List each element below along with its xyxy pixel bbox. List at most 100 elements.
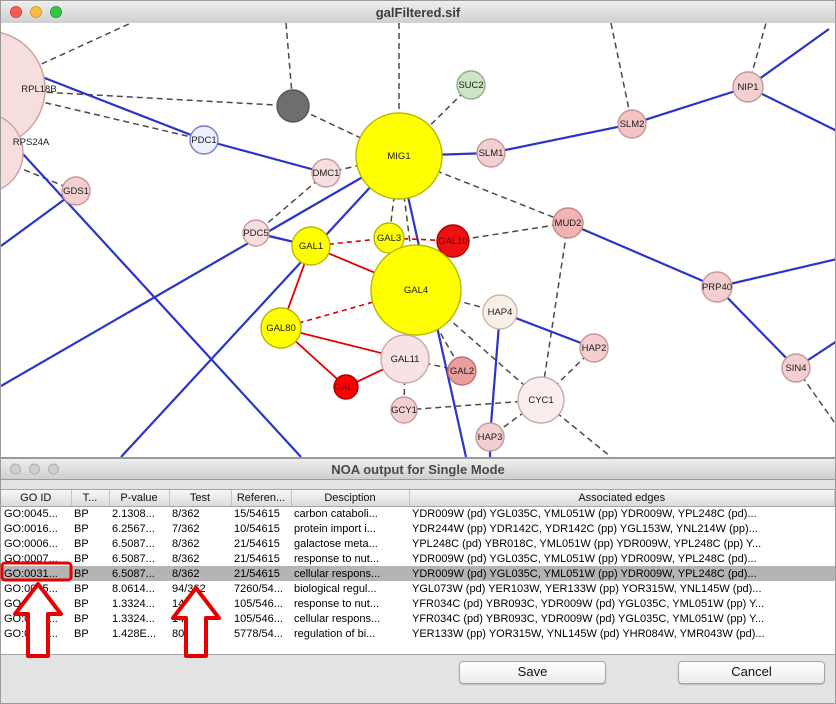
table-cell: 6.5087... [112,552,155,565]
node-label-gds1: GDS1 [63,186,89,197]
network-edge [452,222,569,242]
table-cell: GO:0050... [4,627,58,640]
network-node-mud2[interactable] [552,207,584,239]
table-cell: 7260/54... [234,582,283,595]
node-label-gal2: GAL2 [450,366,474,377]
network-node-hap4[interactable] [482,294,518,330]
network-edge [1,91,205,141]
table-cell: 1.428E... [112,627,157,640]
table-cell: GO:0007... [4,552,58,565]
network-node-dark[interactable] [276,89,310,123]
table-cell: YDR009W (pd) YGL035C, YML051W (pp) YDR00… [412,507,757,520]
table-cell: YPL248C (pd) YBR018C, YML051W (pp) YDR00… [412,537,762,550]
table-cell: GO:0031... [1,566,71,581]
network-edge [747,28,830,88]
network-node-pdc5[interactable] [242,219,270,247]
table-cell: response to nut... [294,597,379,610]
node-label-dmc1: DMC1 [313,168,340,179]
table-cell: GO:0016... [4,522,58,535]
network-node-gds1[interactable] [61,176,91,206]
network-node-hap2[interactable] [579,333,609,363]
network-node-mig1[interactable] [355,112,443,200]
node-label-pdc1: PDC1 [191,135,216,146]
network-edge [540,222,569,401]
table-cell: YER133W (pp) YOR315W, YNL145W (pd) YHR08… [412,627,765,640]
table-cell: 21/54615 [231,566,291,581]
table-cell: 105/546... [234,612,283,625]
node-label-hap4: HAP4 [488,307,513,318]
network-node-cyc1[interactable] [517,376,565,424]
network-node-gal10[interactable] [436,224,470,258]
table-cell: YDR244W (pp) YDR142C, YDR142C (pp) YGL15… [412,522,758,535]
table-cell: BP [74,537,89,550]
close-button[interactable] [10,6,22,18]
network-node-gal11[interactable] [380,334,430,384]
table-cell: 80/362 [172,627,206,640]
network-node-gal2[interactable] [447,356,477,386]
table-cell: 6.5087... [112,537,155,550]
table-cell: 8/362 [172,537,200,550]
close-button[interactable] [10,463,21,475]
column-header[interactable]: Referen... [231,490,292,507]
table-cell: response to nut... [294,552,379,565]
network-edge [490,122,633,155]
column-header[interactable]: GO ID [1,490,72,507]
network-node-gal1[interactable] [291,226,331,266]
save-button[interactable]: Save [459,661,606,684]
cancel-button[interactable]: Cancel [678,661,825,684]
network-node-slm2[interactable] [617,109,647,139]
column-header[interactable]: Associated edges [409,490,835,507]
network-edge [488,311,502,438]
network-node-rps24a[interactable] [1,113,24,193]
table-cell: galactose meta... [294,537,378,550]
network-graph-svg[interactable]: RPL18BRPS24AGDS1PDC1MIG1SUC2SLM1SLM2NIP1… [1,23,835,457]
table-cell: cellular respons... [294,612,381,625]
minimize-button[interactable] [29,463,40,475]
zoom-button[interactable] [50,6,62,18]
network-node-gal4[interactable] [370,244,462,336]
network-node-dmc1[interactable] [311,158,341,188]
node-label-gal3: GAL3 [377,233,401,244]
network-node-nip1[interactable] [732,71,764,103]
network-edge [567,221,718,289]
column-header[interactable]: P-value [109,490,170,507]
node-label-prp40: PRP40 [702,282,732,293]
network-node-rpl18b[interactable] [1,31,46,147]
node-label-hap3: HAP3 [478,432,503,443]
column-header[interactable]: Desciption [291,490,410,507]
table-cell: 8/362 [172,552,200,565]
noa-window-titlebar: NOA output for Single Mode [1,459,835,480]
table-cell: BP [74,612,89,625]
column-header[interactable]: Test [169,490,232,507]
table-cell: 14/362 [172,612,206,625]
network-node-slm1[interactable] [476,138,506,168]
network-edge [120,155,400,457]
table-cell: BP [74,582,89,595]
network-node-sin4[interactable] [781,353,811,383]
node-label-mud2: MUD2 [555,218,582,229]
network-node-prp40[interactable] [701,271,733,303]
column-header[interactable]: T... [71,490,110,507]
minimize-button[interactable] [30,6,42,18]
network-node-gcy1[interactable] [390,396,418,424]
network-node-gal80[interactable] [260,307,302,349]
zoom-button[interactable] [48,463,59,475]
network-node-gal7[interactable] [333,374,359,400]
network-node-pdc1[interactable] [189,125,219,155]
network-node-suc2[interactable] [456,70,486,100]
network-node-gal3[interactable] [373,222,405,254]
network-edge [716,286,797,369]
network-node-hap3[interactable] [475,422,505,452]
table-cell: BP [71,566,109,581]
